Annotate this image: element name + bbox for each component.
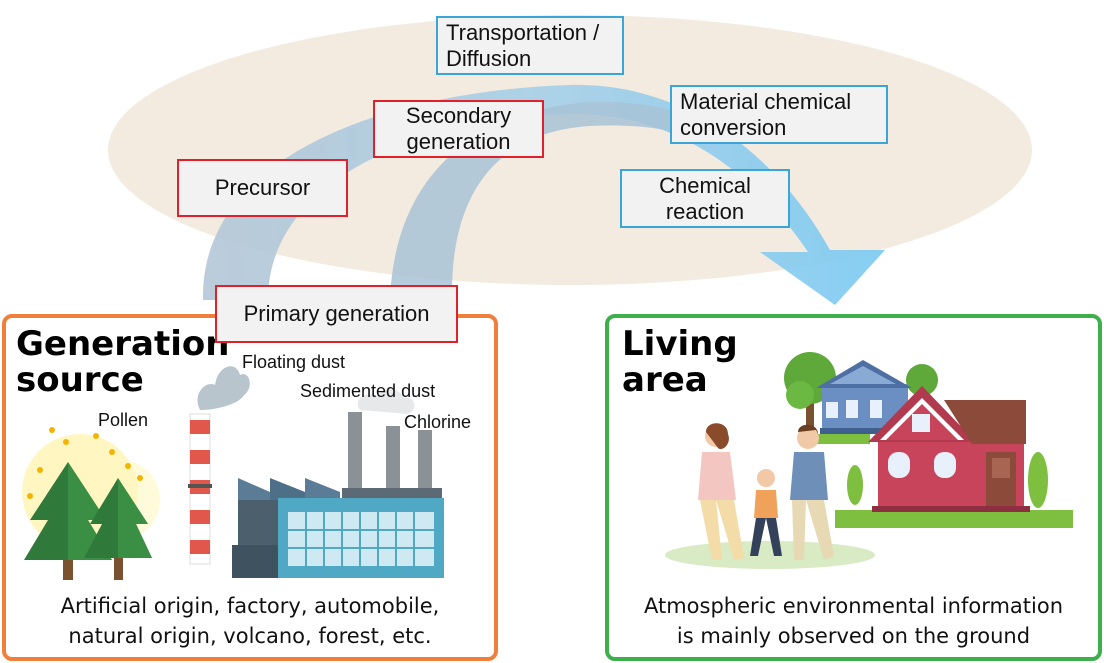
smokestack-icon — [188, 366, 250, 565]
chemical-reaction-label: Chemical reaction — [620, 169, 790, 228]
material-chemical-conversion-label: Material chemical conversion — [670, 85, 888, 144]
floating-dust-label: Floating dust — [242, 352, 346, 372]
red-house-icon — [868, 386, 1030, 512]
primary-generation-label: Primary generation — [215, 285, 458, 343]
generation-source-caption: Artificial origin, factory, automobile, … — [60, 594, 440, 648]
chlorine-label: Chlorine — [404, 412, 472, 432]
factory-icon — [232, 389, 444, 578]
family-icon — [698, 423, 834, 560]
precursor-label: Precursor — [177, 159, 348, 217]
generation-source-heading: Generation source — [16, 324, 230, 400]
tree-icon — [784, 352, 1048, 508]
living-area-heading: Living area — [622, 324, 738, 400]
sedimented-dust-label: Sedimented dust — [300, 381, 436, 401]
forest-icon — [24, 462, 152, 580]
transportation-diffusion-label: Transportation / Diffusion — [436, 16, 624, 75]
secondary-generation-label: Secondary generation — [373, 100, 544, 158]
pollen-label: Pollen — [98, 410, 149, 430]
living-area-caption: Atmospheric environmental information is… — [643, 594, 1064, 648]
